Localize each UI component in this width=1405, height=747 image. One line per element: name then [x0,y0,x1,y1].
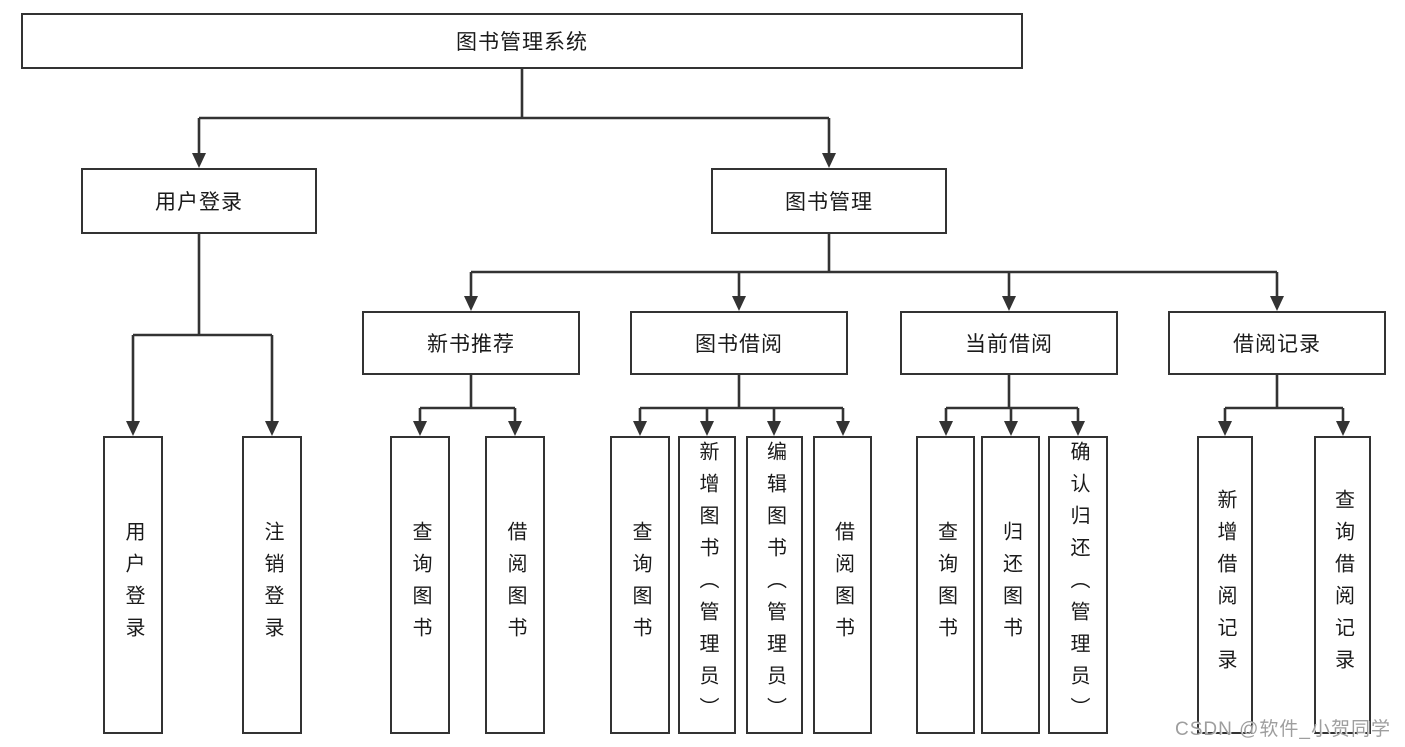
arrowhead [1071,421,1085,436]
leaf-add-borrow-record: 新增借阅记录 [1197,436,1253,734]
connector-borrow-record-split [1218,375,1350,436]
arrowhead [700,421,714,436]
leaf-label: 查询借阅记录 [1331,489,1354,681]
arrowhead [732,296,746,311]
leaf-label: 查询图书 [409,521,431,649]
connector-book-mgmt-split [464,234,1284,311]
arrowhead [1218,421,1232,436]
leaf-label: 查询图书 [629,521,651,649]
node-library-management-system: 图书管理系统 [21,13,1023,69]
node-book-management: 图书管理 [711,168,947,234]
leaf-borrow-books-recommend: 借阅图书 [485,436,545,734]
node-label: 新书推荐 [427,333,515,356]
leaf-query-books-recommend: 查询图书 [390,436,450,734]
connector-new-book-split [413,375,522,436]
node-current-borrowing: 当前借阅 [900,311,1118,375]
connector-root-split [192,69,836,168]
arrowhead [192,153,206,168]
csdn-watermark: CSDN @软件_小贺同学 [1175,719,1391,740]
arrowhead [265,421,279,436]
leaf-user-login: 用户登录 [103,436,163,734]
leaf-label: 新增借阅记录 [1214,489,1236,681]
node-label: 图书管理 [785,191,873,214]
arrowhead [413,421,427,436]
arrowhead [1336,421,1350,436]
node-borrowing-records: 借阅记录 [1168,311,1386,375]
connector-user-login-split [126,234,279,436]
leaf-label: 注销登录 [261,521,283,649]
leaf-label: 确认归还（管理员） [1067,441,1089,729]
leaf-label: 归还图书 [999,521,1022,649]
leaf-add-books-admin: 新增图书（管理员） [678,436,736,734]
leaf-label: 编辑图书（管理员） [763,441,786,729]
leaf-borrow-books: 借阅图书 [813,436,872,734]
leaf-return-books: 归还图书 [981,436,1040,734]
node-label: 借阅记录 [1233,333,1321,356]
leaf-confirm-return-admin: 确认归还（管理员） [1048,436,1108,734]
arrowhead [836,421,850,436]
connector-book-borrow-split [633,375,850,436]
arrowhead [1002,296,1016,311]
arrowhead [633,421,647,436]
node-label: 用户登录 [155,191,243,214]
leaf-label: 查询图书 [934,521,957,649]
leaf-query-books-borrowing: 查询图书 [610,436,670,734]
node-label: 图书管理系统 [456,31,588,54]
leaf-label: 借阅图书 [504,521,526,649]
leaf-label: 用户登录 [122,521,144,649]
leaf-logout: 注销登录 [242,436,302,734]
connector-current-borrow-split [939,375,1085,436]
node-book-borrowing: 图书借阅 [630,311,848,375]
arrowhead [939,421,953,436]
arrowhead [822,153,836,168]
arrowhead [1004,421,1018,436]
arrowhead [1270,296,1284,311]
arrowhead [508,421,522,436]
leaf-query-borrow-record: 查询借阅记录 [1314,436,1371,734]
leaf-query-books-current: 查询图书 [916,436,975,734]
leaf-label: 借阅图书 [831,521,854,649]
node-label: 当前借阅 [965,333,1053,356]
leaf-edit-books-admin: 编辑图书（管理员） [746,436,803,734]
node-label: 图书借阅 [695,333,783,356]
arrowhead [767,421,781,436]
leaf-label: 新增图书（管理员） [696,441,718,729]
arrowhead [464,296,478,311]
arrowhead [126,421,140,436]
node-new-book-recommendation: 新书推荐 [362,311,580,375]
node-user-login: 用户登录 [81,168,317,234]
